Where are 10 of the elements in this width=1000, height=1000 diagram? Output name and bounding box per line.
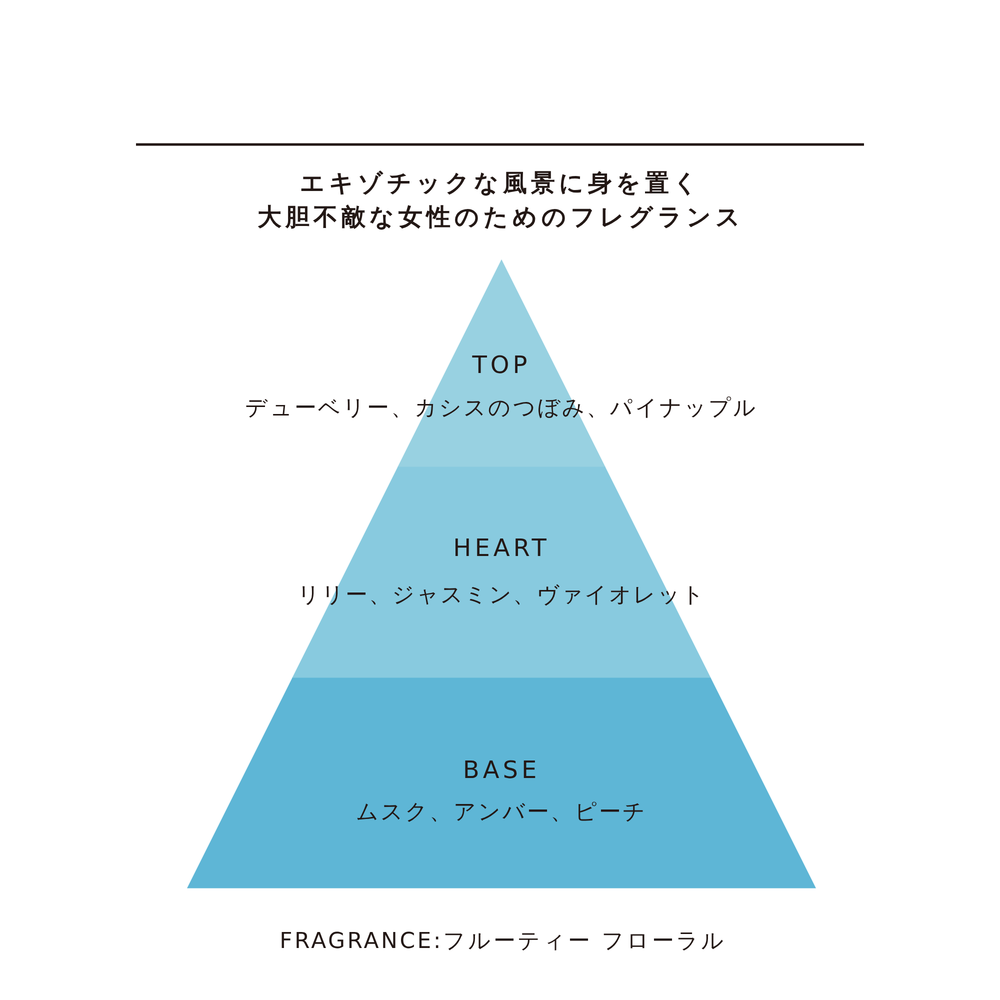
note-list: デューベリー、カシスのつぼみ、パイナップル xyxy=(245,394,758,424)
pyramid-band xyxy=(187,678,816,888)
band-heading: BASE xyxy=(462,755,540,786)
note-list: ムスク、アンバー、ピーチ xyxy=(356,798,648,828)
pyramid-band xyxy=(246,260,757,467)
pyramid-band xyxy=(292,467,711,678)
band-heading: HEART xyxy=(453,533,550,564)
band-heading: TOP xyxy=(472,350,531,382)
footnote-text: FRAGRANCE:フルーティー フローラル xyxy=(280,928,726,956)
tagline: エキゾチックな風景に身を置く大胆不敵な女性のためのフレグランス xyxy=(258,168,744,233)
